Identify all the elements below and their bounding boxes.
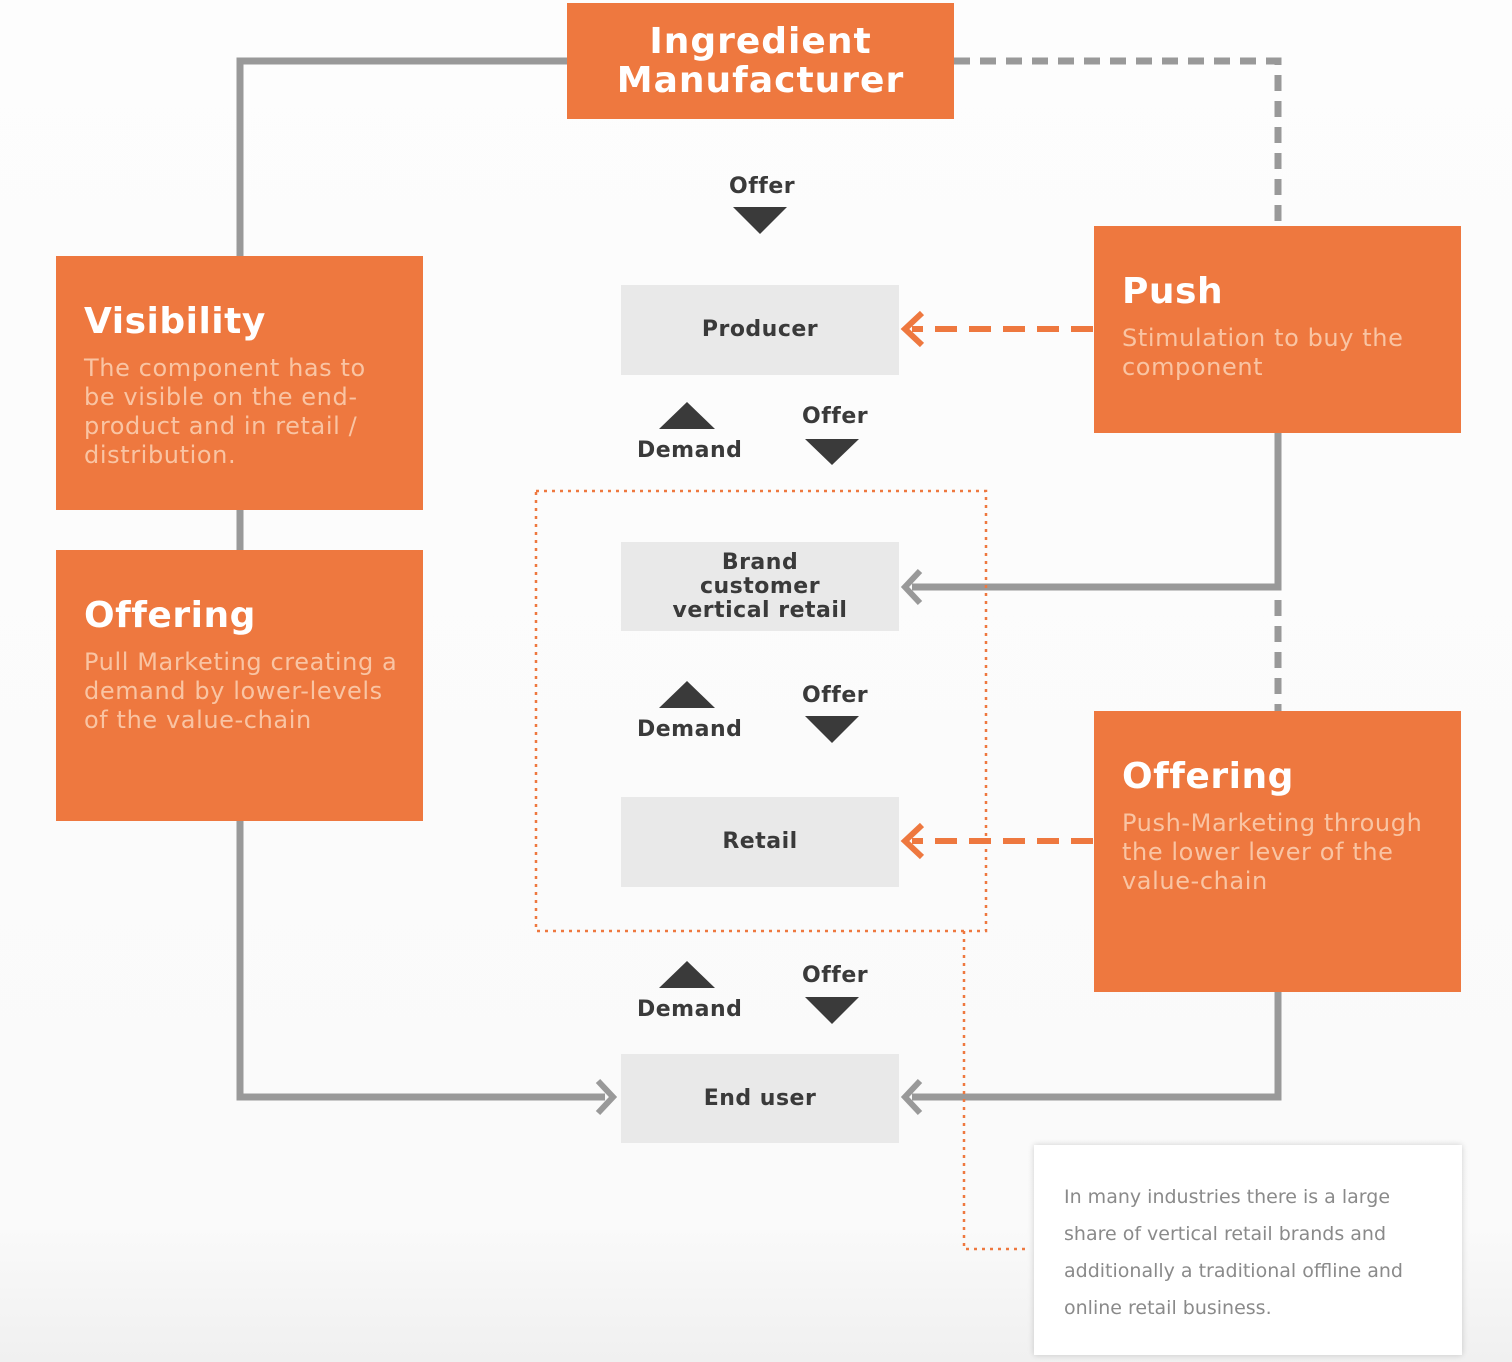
end-user-right-arrowhead [900,1078,923,1116]
visibility-title: Visibility [84,301,266,342]
ingredient-manufacturer-box: Ingredient Manufacturer [567,3,954,119]
offer-label: Offer [802,683,869,708]
demand-label: Demand [637,717,743,742]
producer-label: Producer [701,317,819,342]
offer-down-triangle [733,207,787,234]
note-leader-line [962,931,1030,1251]
demand-up-triangle [659,402,715,429]
push-offering-box: Offering Push-Marketing through the lowe… [1094,711,1461,992]
offer-down-triangle [805,439,859,465]
demand-up-triangle [659,961,715,988]
top-right-dashed-connector [954,57,1282,226]
push-description: Stimulation to buy the component [1122,324,1404,381]
visibility-box: Visibility The component has to be visib… [56,256,423,510]
brand-customer-label: Brand customer vertical retail [672,549,848,623]
vertical-retail-group-frame [534,489,988,933]
end-user-left-arrowhead [595,1078,618,1116]
retail-label: Retail [722,829,798,854]
push-to-brand-connector [912,433,1282,591]
ingredient-manufacturer-line1: Ingredient [649,21,872,62]
offer-label: Offer [729,174,796,199]
end-user-label: End user [703,1085,817,1111]
pull-offering-title: Offering [84,595,256,636]
offering-to-end-user-connector [912,992,1282,1101]
pull-offering-box: Offering Pull Marketing creating a deman… [56,550,423,821]
retail-box: Retail [621,797,899,887]
producer-orange-arrowhead [900,310,925,348]
push-offering-description: Push-Marketing through the lower lever o… [1122,809,1423,895]
brand-customer-box: Brand customer vertical retail [621,542,899,631]
demand-up-triangle [659,681,715,708]
offer-down-triangle [805,716,859,743]
end-user-box: End user [621,1054,899,1143]
producer-box: Producer [621,285,899,375]
retail-orange-arrowhead [900,822,925,860]
offer-label: Offer [802,963,869,988]
push-title: Push [1122,271,1224,312]
demand-label: Demand [637,438,743,463]
offer-label: Offer [802,404,869,429]
pull-offering-description: Pull Marketing creating a demand by lowe… [84,648,398,734]
visibility-description: The component has to be visible on the e… [84,354,366,469]
demand-label: Demand [637,997,743,1022]
push-offering-title: Offering [1122,756,1294,797]
push-box: Push Stimulation to buy the component [1094,226,1461,433]
ingredient-manufacturer-line2: Manufacturer [616,60,905,101]
brand-arrowhead [900,568,923,606]
vertical-retail-note: In many industries there is a large shar… [1034,1145,1462,1355]
offer-down-triangle [805,997,859,1024]
